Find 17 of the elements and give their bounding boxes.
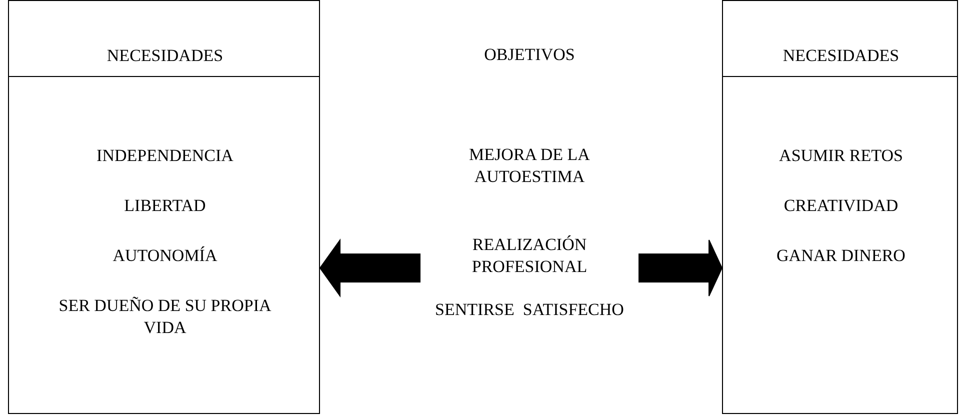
column-heading: OBJETIVOS xyxy=(483,44,576,66)
list-item: LIBERTAD xyxy=(123,195,207,217)
block-arrow xyxy=(638,240,723,296)
list-item: SER DUEÑO DE SU PROPIA VIDA xyxy=(58,295,272,339)
column-heading: NECESIDADES xyxy=(106,45,224,67)
block-arrow xyxy=(319,238,420,298)
column-heading: NECESIDADES xyxy=(782,45,900,67)
list-item: ASUMIR RETOS xyxy=(778,145,904,167)
table-box xyxy=(8,0,320,414)
list-item: MEJORA DE LA AUTOESTIMA xyxy=(468,144,591,188)
list-item: AUTONOMÍA xyxy=(112,245,218,267)
list-item: CREATIVIDAD xyxy=(782,195,900,217)
list-item: GANAR DINERO xyxy=(776,245,906,267)
list-item: INDEPENDENCIA xyxy=(96,145,234,167)
table-box xyxy=(722,0,958,414)
list-item: SENTIRSE SATISFECHO xyxy=(434,299,625,321)
list-item: REALIZACIÓN PROFESIONAL xyxy=(470,234,588,278)
